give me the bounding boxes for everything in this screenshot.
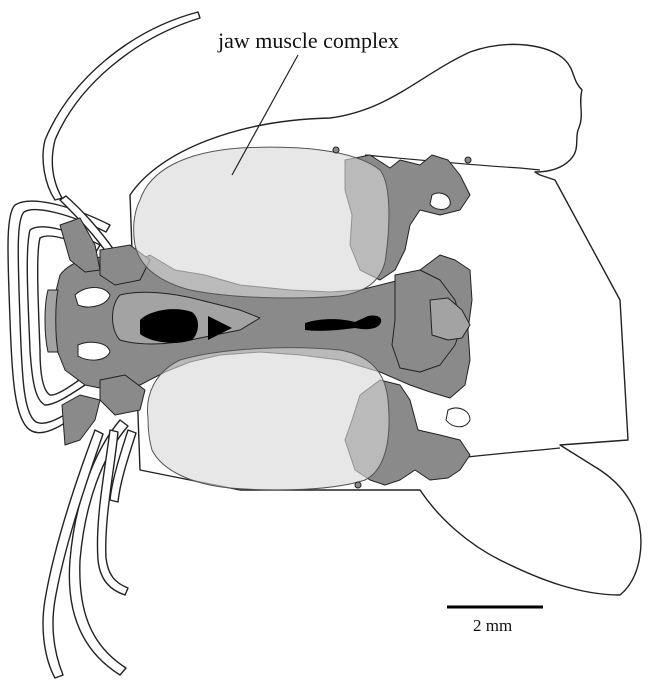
- annotation-label: jaw muscle complex: [217, 28, 399, 53]
- jaw-muscle-upper: [134, 147, 389, 298]
- upper-foramen: [430, 193, 450, 209]
- pore-marker: [465, 157, 471, 163]
- anterior-fontanel: [140, 309, 198, 343]
- pore-marker: [355, 482, 361, 488]
- scale-bar-label: 2 mm: [473, 616, 512, 635]
- scale-bar: 2 mm: [447, 607, 543, 635]
- pore-marker: [333, 147, 339, 153]
- jaw-muscle-lower: [147, 348, 389, 490]
- nasal-opening-lower: [78, 342, 110, 360]
- tooth-plate: [45, 290, 58, 352]
